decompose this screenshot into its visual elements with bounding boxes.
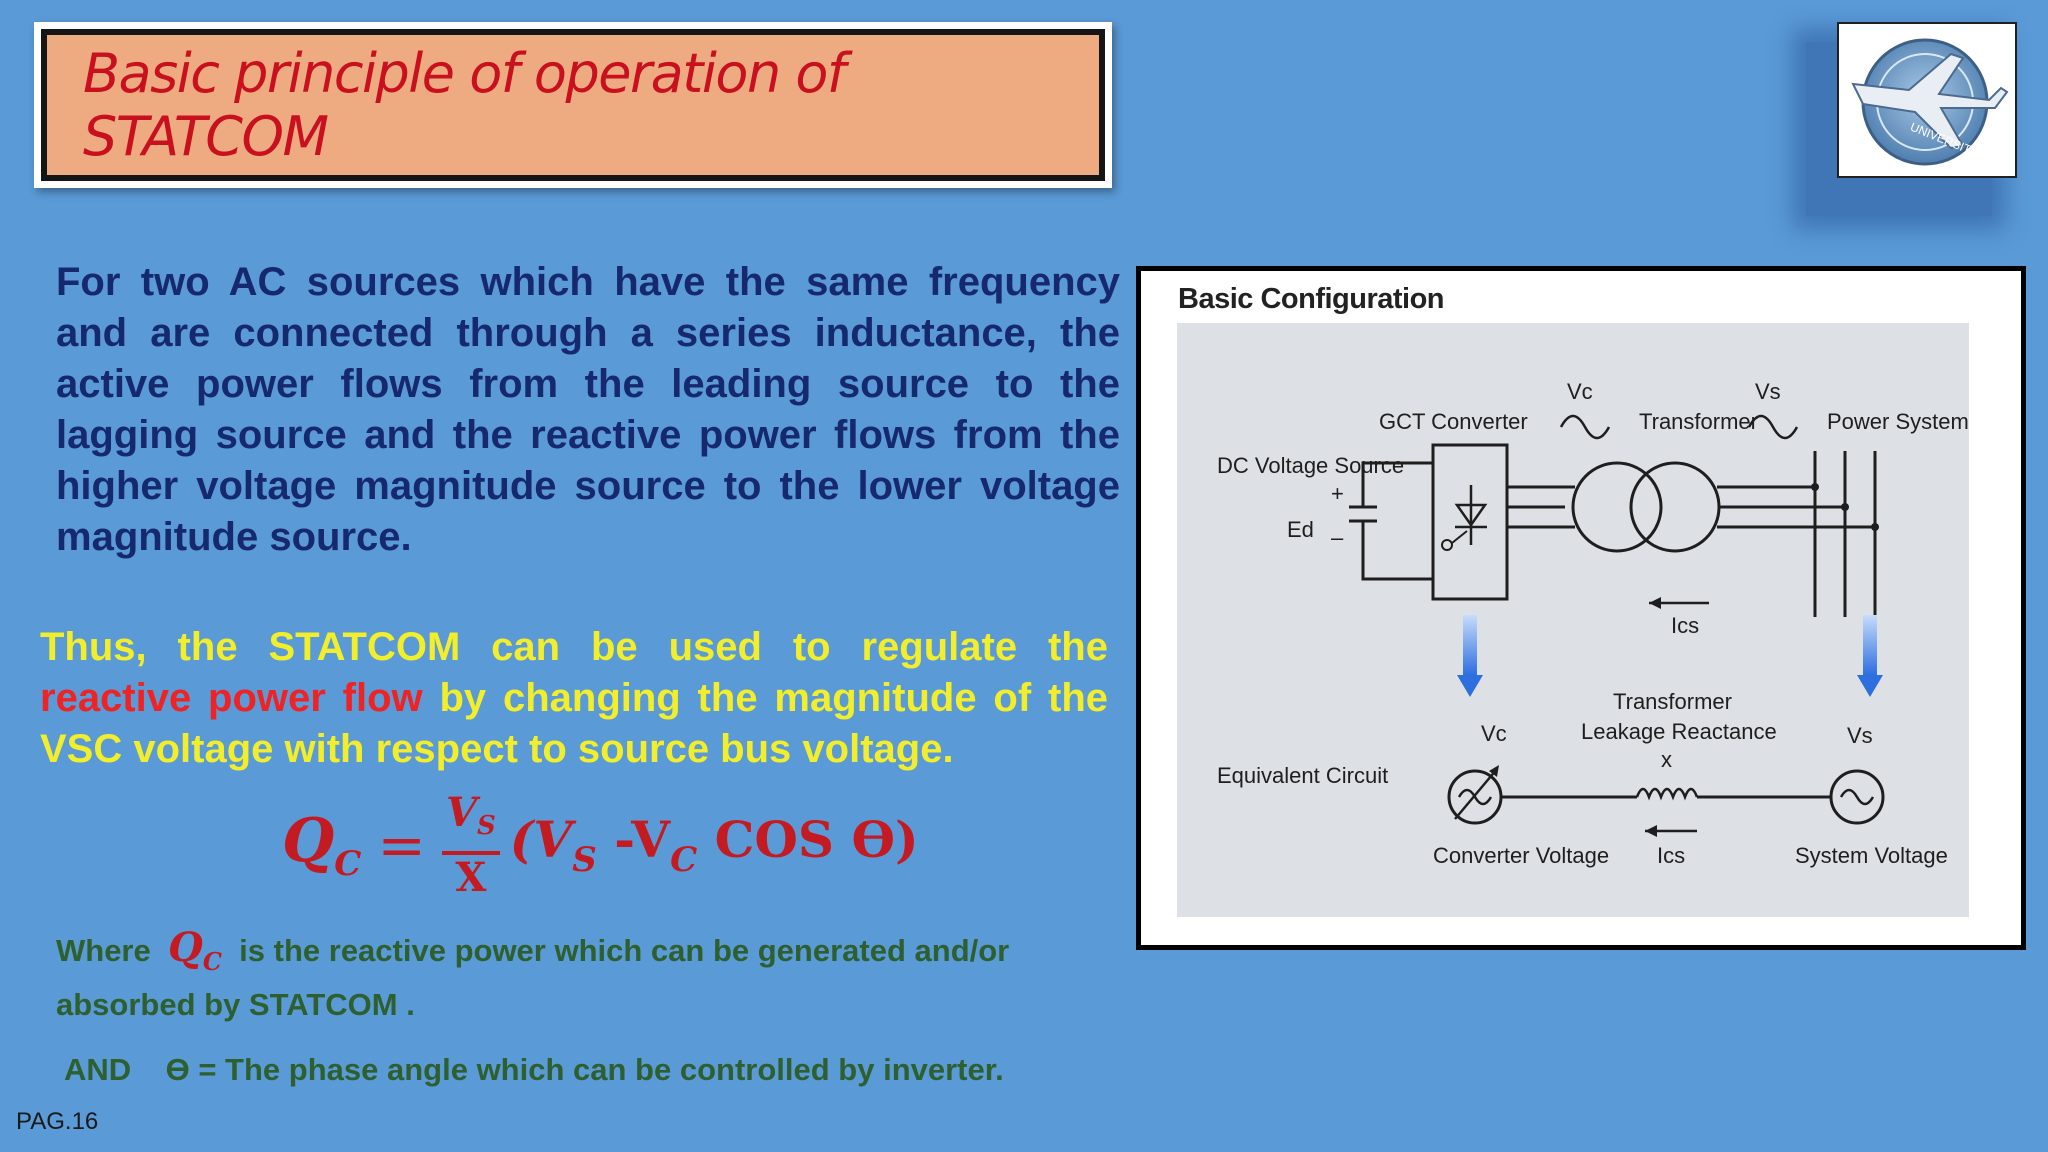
statcom-paragraph: Thus, the STATCOM can be used to regulat… bbox=[40, 622, 1108, 775]
converter-voltage-source-icon bbox=[1447, 769, 1503, 825]
diagram-panel bbox=[1177, 323, 1969, 917]
gct-label: GCT Converter bbox=[1379, 409, 1528, 434]
converter-voltage-label: Converter Voltage bbox=[1433, 843, 1609, 868]
equivalent-circuit-label: Equivalent Circuit bbox=[1217, 763, 1388, 788]
vs-blue-arrow-shaft bbox=[1863, 615, 1877, 675]
page-number: PAG.16 bbox=[16, 1108, 99, 1135]
formula-fraction: VS X bbox=[441, 789, 500, 901]
formula-denominator: X bbox=[455, 853, 487, 901]
title-box: Basic principle of operation of STATCOM bbox=[41, 29, 1105, 181]
statcom-paragraph-part2: by changing the magnitude of the VSC vol… bbox=[40, 676, 1108, 771]
ed-label: Ed bbox=[1287, 517, 1314, 542]
intro-paragraph: For two AC sources which have the same f… bbox=[56, 260, 1120, 559]
plus-label: + bbox=[1331, 481, 1344, 506]
dc-top-wire bbox=[1361, 461, 1433, 507]
dc-bottom-wire bbox=[1361, 521, 1433, 581]
formula-equals: = bbox=[377, 811, 426, 879]
statcom-paragraph-part1: Thus, the STATCOM can be used to regulat… bbox=[40, 625, 1108, 669]
ics-bottom-label: Ics bbox=[1657, 843, 1685, 868]
university-logo: UNIVERSITY bbox=[1837, 22, 2017, 178]
formula-rest: (VS -VC COS ϴ) bbox=[509, 810, 919, 880]
vc-blue-arrow-icon bbox=[1457, 675, 1483, 697]
vc-bottom-label: Vc bbox=[1481, 721, 1507, 746]
title-frame: Basic principle of operation of STATCOM bbox=[34, 22, 1112, 188]
ics-top-arrow-icon bbox=[1649, 597, 1661, 609]
vs-top-label: Vs bbox=[1755, 379, 1781, 404]
formula-numerator: VS bbox=[441, 789, 500, 855]
slide-title: Basic principle of operation of STATCOM bbox=[83, 42, 846, 168]
ics-bottom-arrow-icon bbox=[1645, 825, 1657, 837]
vs-sine-icon bbox=[1747, 414, 1799, 440]
diagram-title: Basic Configuration bbox=[1178, 283, 1445, 315]
qc-symbol: QC bbox=[167, 924, 222, 976]
dc-source-label: DC Voltage Source bbox=[1217, 453, 1404, 478]
reactive-power-highlight: reactive power flow bbox=[40, 676, 423, 720]
minus-label: – bbox=[1331, 525, 1344, 550]
leakage-label-line1: Transformer bbox=[1613, 689, 1732, 714]
transformer-coil-left bbox=[1571, 461, 1663, 553]
vs-blue-arrow-icon bbox=[1857, 675, 1883, 697]
leakage-label-line2: Leakage Reactance bbox=[1581, 719, 1777, 744]
theta-definition: AND ϴ = The phase angle which can be con… bbox=[64, 1052, 1004, 1087]
vs-bottom-label: Vs bbox=[1847, 723, 1873, 748]
system-voltage-label: System Voltage bbox=[1795, 843, 1948, 868]
leakage-inductor-icon bbox=[1635, 787, 1699, 801]
reactance-x-label: x bbox=[1661, 747, 1672, 772]
statcom-diagram: Basic Configuration bbox=[1136, 266, 2026, 950]
formula-lhs: QC bbox=[282, 806, 362, 884]
ics-top-label: Ics bbox=[1671, 613, 1699, 638]
reactive-power-formula: QC = VS X (VS -VC COS ϴ) bbox=[282, 789, 919, 901]
university-airplane-logo-icon: UNIVERSITY bbox=[1851, 38, 2009, 166]
system-voltage-source-icon bbox=[1829, 769, 1885, 825]
where-definition: Where QC is the reactive power which can… bbox=[56, 924, 1010, 1022]
basic-configuration-schematic: DC Voltage Source Ed + – GCT Converter V… bbox=[1177, 323, 1969, 917]
gct-converter-box bbox=[1431, 443, 1509, 601]
vc-blue-arrow-shaft bbox=[1463, 615, 1477, 675]
vc-sine-icon bbox=[1559, 414, 1611, 440]
power-system-label: Power System bbox=[1827, 409, 1969, 434]
transformer-label: Transformer bbox=[1639, 409, 1758, 434]
vc-top-label: Vc bbox=[1567, 379, 1593, 404]
